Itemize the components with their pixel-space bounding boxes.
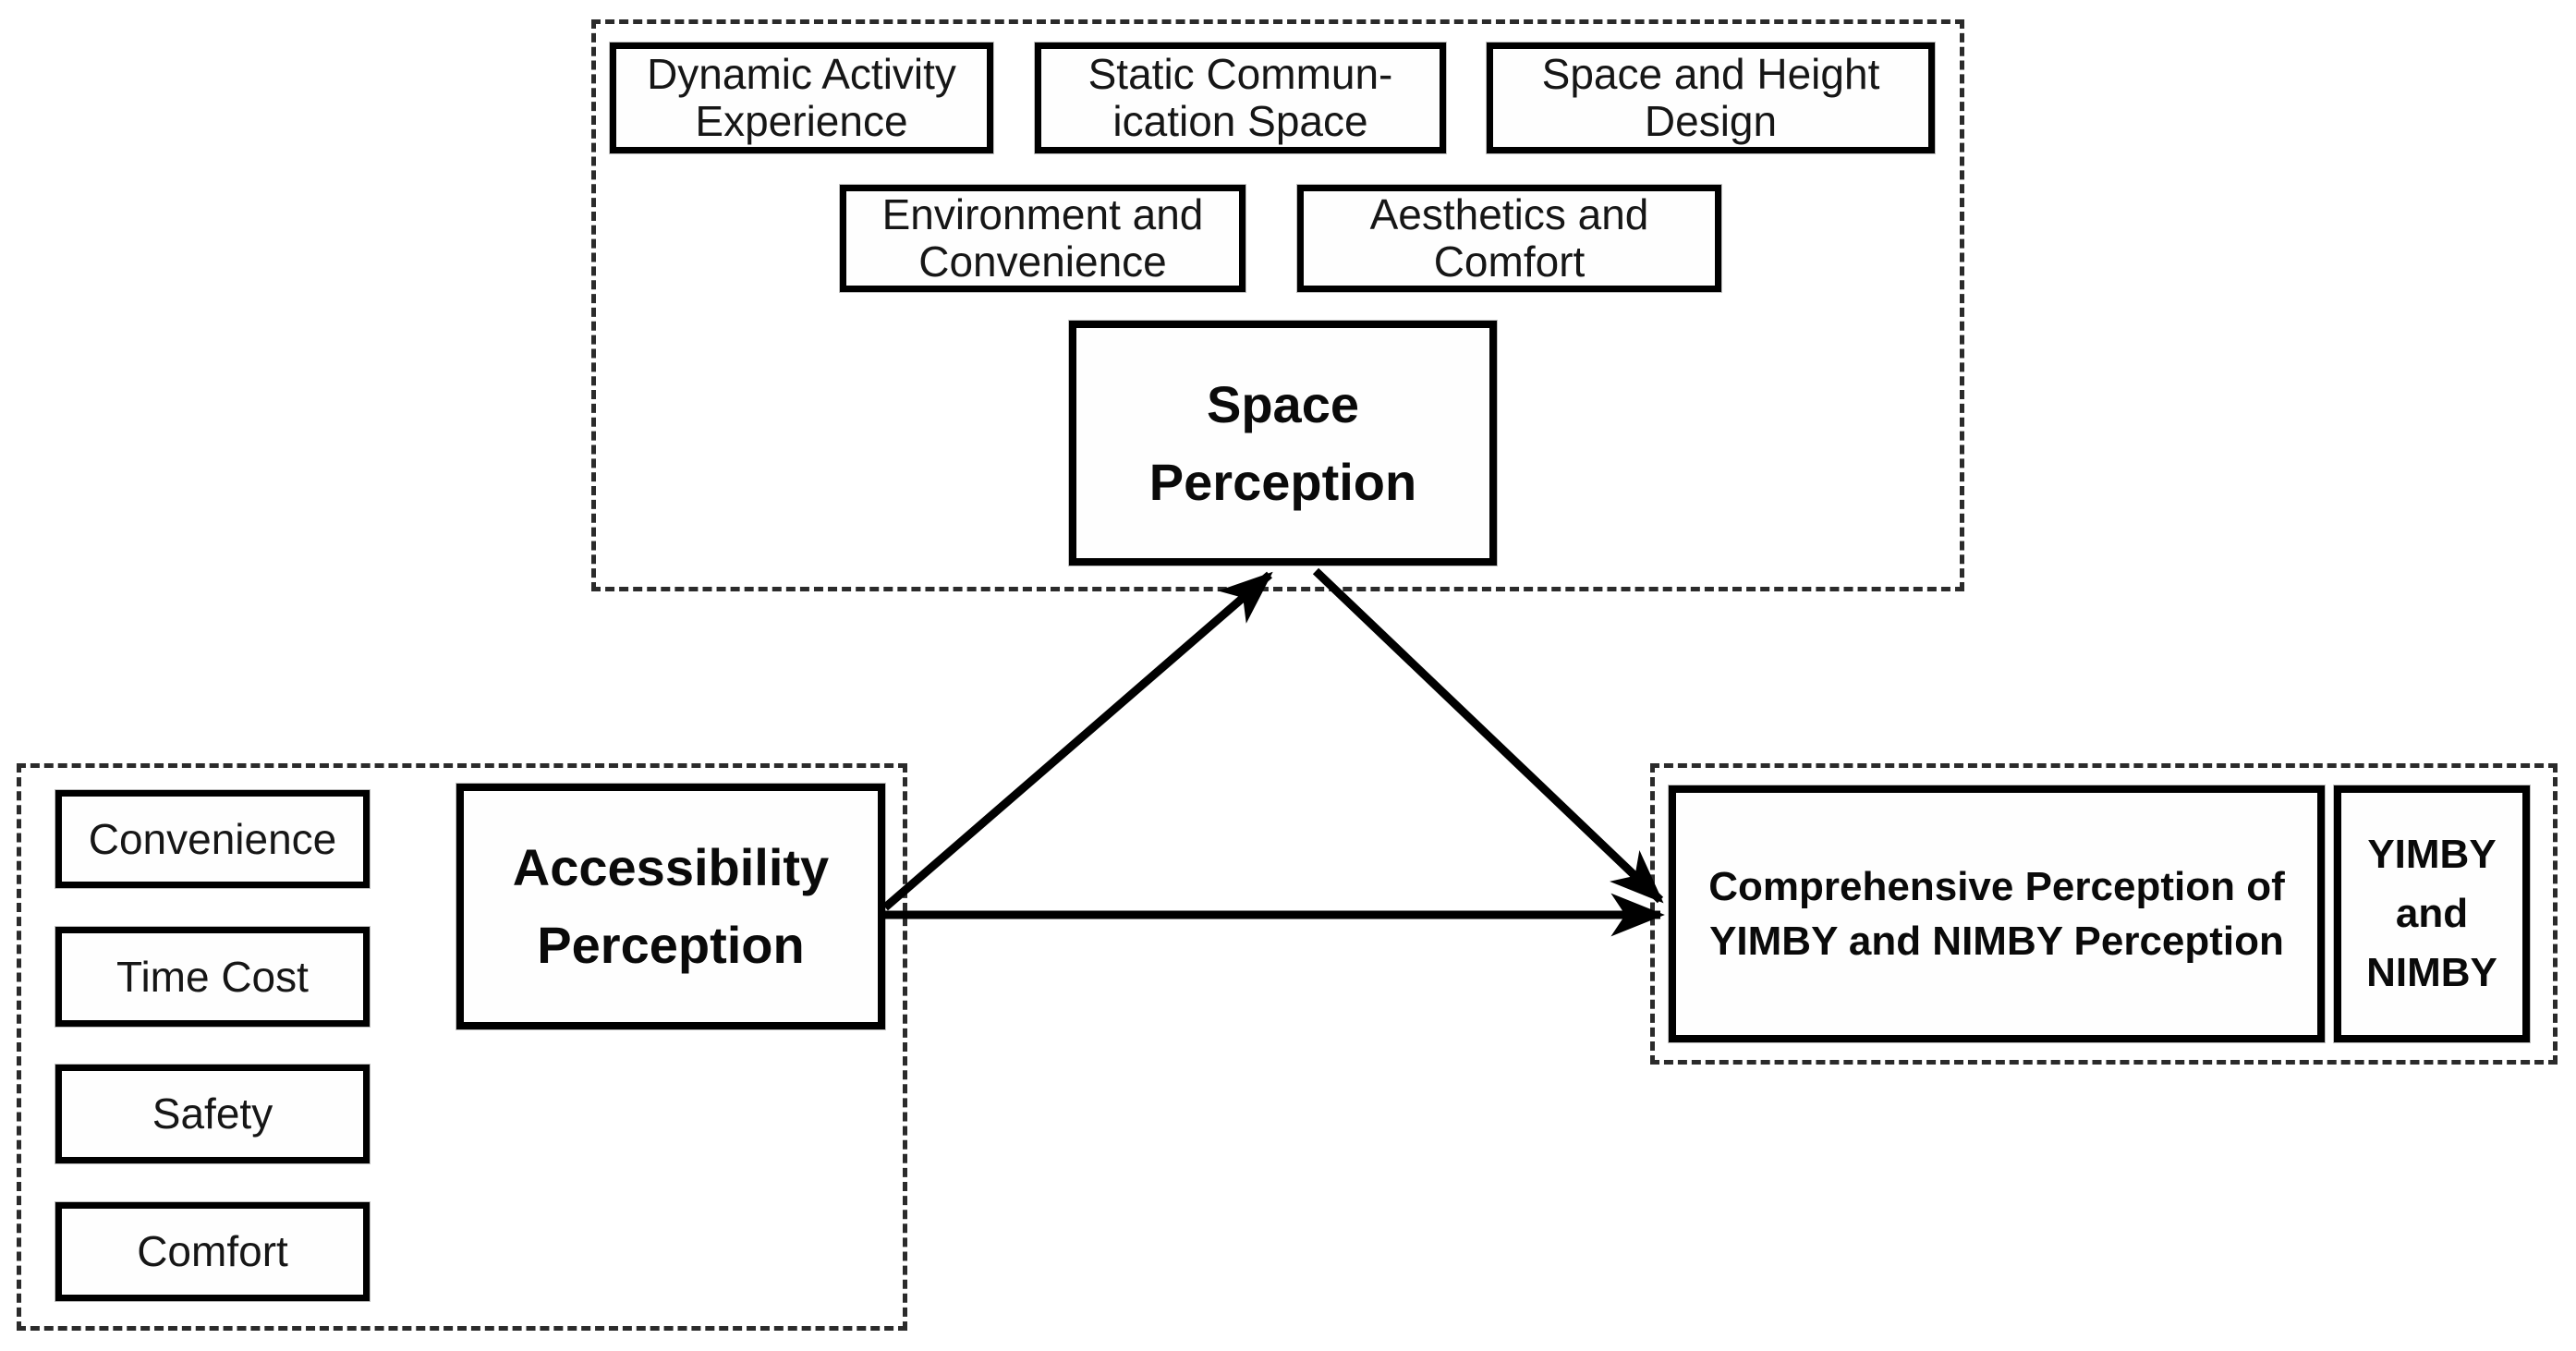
group-accessibility-perception <box>17 763 907 1331</box>
box-comprehensive-perception: Comprehensive Perception of YIMBY and NI… <box>1669 785 2325 1042</box>
box-yimby-and-nimby: YIMBY and NIMBY <box>2334 785 2530 1042</box>
group-space-perception <box>591 19 1964 591</box>
box-aesthetics-and-comfort: Aesthetics and Comfort <box>1297 185 1721 292</box>
box-space-and-height-design: Space and Height Design <box>1487 43 1935 153</box>
box-safety: Safety <box>55 1065 370 1163</box>
arrow-space-to-comprehensive <box>1312 567 1664 904</box>
box-static-communication-space: Static Commun- ication Space <box>1035 43 1446 153</box>
box-environment-and-convenience: Environment and Convenience <box>840 185 1245 292</box>
box-convenience: Convenience <box>55 790 370 888</box>
box-dynamic-activity-experience: Dynamic Activity Experience <box>610 43 993 153</box>
box-accessibility-perception: Accessibility Perception <box>456 784 885 1029</box>
arrow-accessibility-to-space <box>882 571 1273 911</box>
box-space-perception: Space Perception <box>1069 321 1497 566</box>
box-time-cost: Time Cost <box>55 927 370 1027</box>
box-comfort: Comfort <box>55 1202 370 1301</box>
